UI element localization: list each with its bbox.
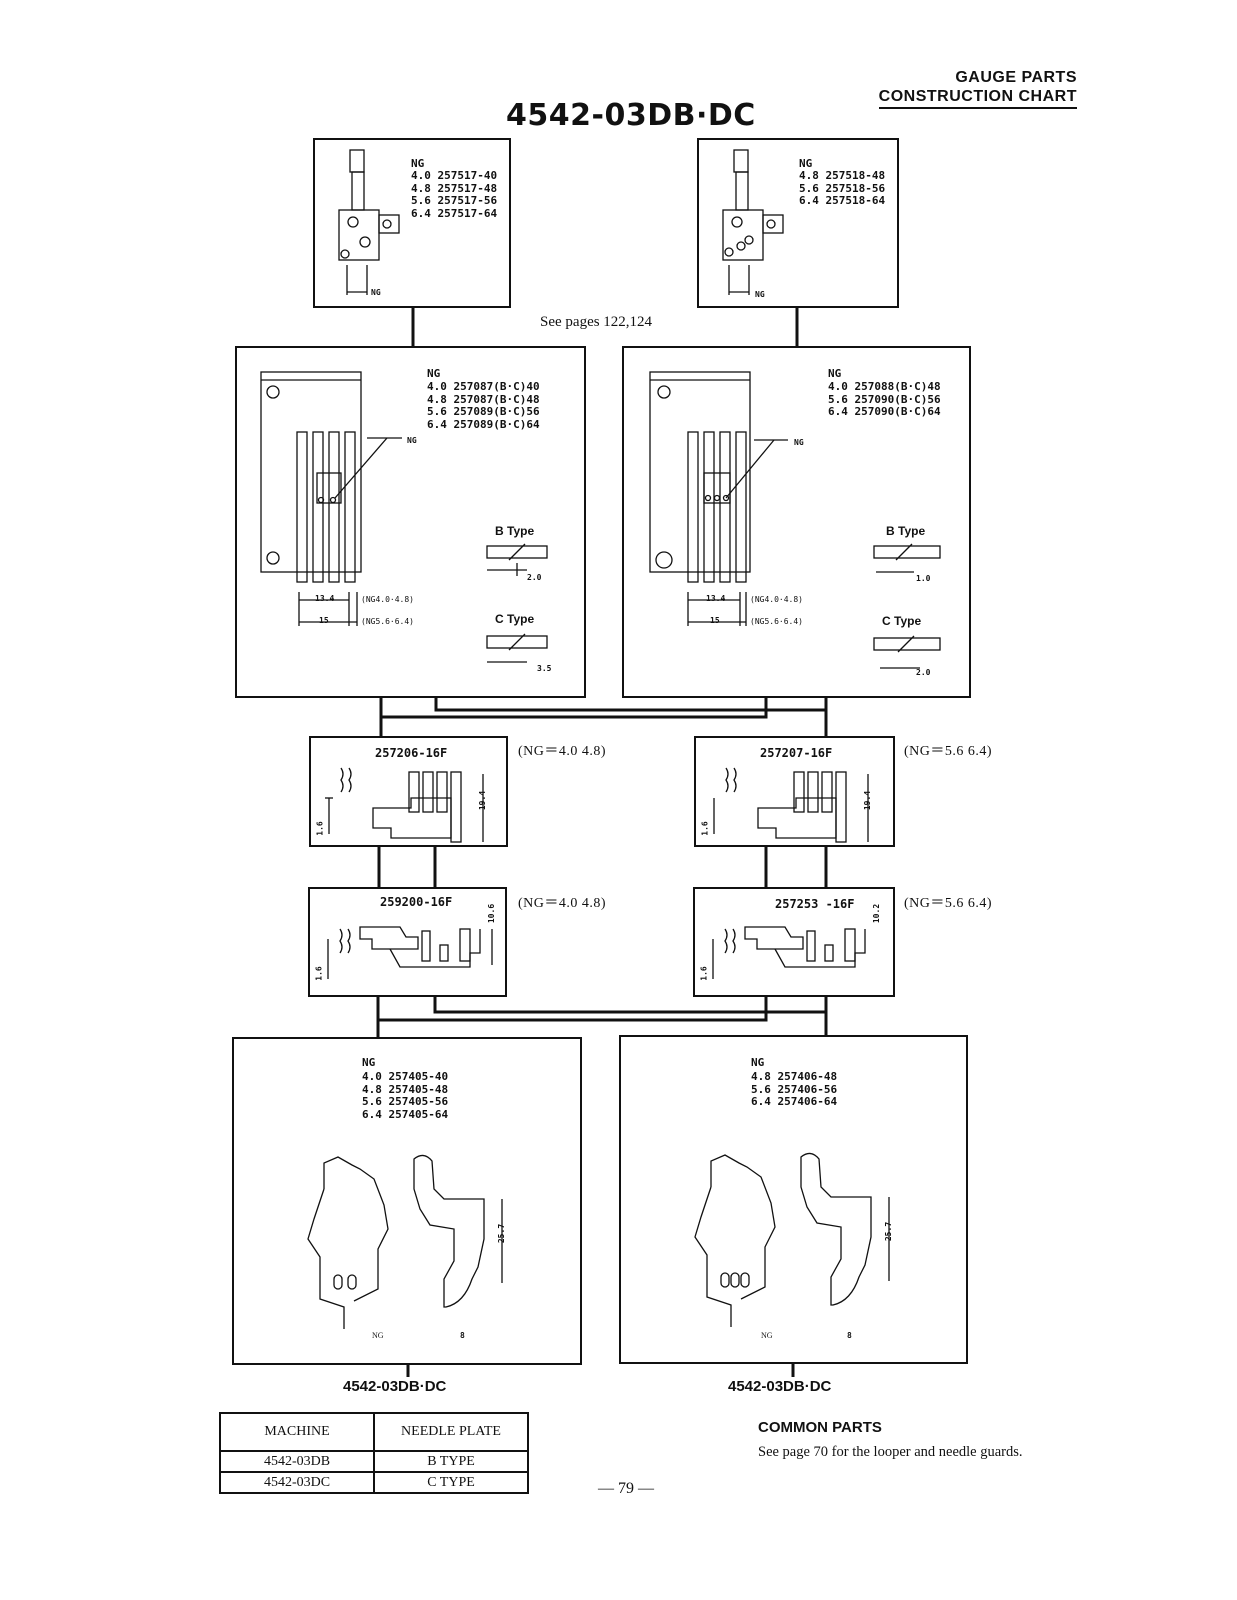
dim-13-4-note: (NG4.0·4.8) <box>750 595 803 604</box>
feed-dog-height-dim: 10.2 <box>872 903 882 924</box>
presser-foot-icon <box>307 1154 503 1329</box>
dim-15: 15 <box>710 616 720 625</box>
dim-13-4: 13.4 <box>315 594 335 603</box>
b-type-label: B Type <box>495 524 535 538</box>
presser-foot-height-dim: 25.7 <box>497 1223 507 1244</box>
table-row: 4542-03DC C TYPE <box>219 1471 529 1494</box>
feed-dog-ng-note: (NG＝5.6 6.4) <box>904 896 993 911</box>
dim-13-4: 13.4 <box>706 594 726 603</box>
b-type-dim: 2.0 <box>527 573 542 582</box>
needle-clamp-icon <box>722 149 784 295</box>
needle-plate-box-right: NG 4.0 257088(B·C)48 5.6 257090(B·C)56 6… <box>622 346 971 698</box>
needle-plate-icon <box>649 371 941 669</box>
presser-foot-box-left: NG 4.0 257405-40 4.8 257405-48 5.6 25740… <box>232 1037 582 1365</box>
table-cell: 4542-03DC <box>219 1471 375 1494</box>
presser-foot-8-dim: 8 <box>460 1331 465 1340</box>
feed-dog-part-number: 257253 -16F <box>775 897 855 911</box>
chart-header: GAUGE PARTS CONSTRUCTION CHART <box>878 68 1077 109</box>
presser-foot-part-list: 4.0 257405-40 4.8 257405-48 5.6 257405-5… <box>362 1070 449 1121</box>
b-type-dim: 1.0 <box>916 574 931 583</box>
b-type-label: B Type <box>886 524 926 538</box>
needle-plate-icon <box>260 371 548 663</box>
table-header-machine: MACHINE <box>219 1412 375 1452</box>
feed-dog-ng-note: (NG＝4.0 4.8) <box>518 896 607 911</box>
ng-label: NG <box>799 157 813 170</box>
table-cell: 4542-03DB <box>219 1450 375 1473</box>
header-line1: GAUGE PARTS <box>955 69 1077 86</box>
feed-dog-vert-dim: 1.6 <box>314 966 324 981</box>
common-parts-text: See page 70 for the looper and needle gu… <box>758 1444 1023 1460</box>
ng-dimension-label: NG <box>755 290 765 299</box>
table-row: 4542-03DB B TYPE <box>219 1450 529 1473</box>
needle-clamp-icon <box>338 149 400 295</box>
feed-dog-vert-dim: 1.6 <box>699 966 709 981</box>
c-type-dim: 2.0 <box>916 668 931 677</box>
needle-plate-box-left: NG 4.0 257087(B·C)40 4.8 257087(B·C)48 5… <box>235 346 586 698</box>
feed-dog-part-number: 257207-16F <box>760 746 833 760</box>
feed-dog-vert-dim: 1.6 <box>315 821 325 836</box>
ng-label: NG <box>362 1056 376 1069</box>
feed-dog-icon <box>325 767 484 843</box>
machine-label-left: 4542-03DB·DC <box>343 1378 447 1395</box>
machine-needle-plate-table: MACHINE NEEDLE PLATE 4542-03DB B TYPE 45… <box>219 1412 529 1494</box>
needle-clamp-part-list: 4.8 257518-48 5.6 257518-56 6.4 257518-6… <box>799 169 886 207</box>
diff-feed-dog-box-right: 257253 -16F 10.2 1.6 <box>693 887 895 997</box>
main-feed-dog-box-left: 257206-16F 19.4 1.6 <box>309 736 508 847</box>
feed-dog-part-number: 257206-16F <box>375 746 448 760</box>
presser-foot-ng-dim: NG <box>372 1331 384 1340</box>
presser-foot-icon <box>694 1152 890 1327</box>
feed-dog-height-dim: 19.4 <box>863 790 873 811</box>
feed-dog-ng-note: (NG＝4.0 4.8) <box>518 744 607 759</box>
c-type-label: C Type <box>495 612 535 626</box>
needle-plate-part-list: 4.0 257088(B·C)48 5.6 257090(B·C)56 6.4 … <box>828 380 941 418</box>
see-pages-note: See pages 122,124 <box>540 314 653 330</box>
feed-dog-vert-dim: 1.6 <box>700 821 710 836</box>
feed-dog-ng-note: (NG＝5.6 6.4) <box>904 744 993 759</box>
ng-dimension-label: NG <box>371 288 381 297</box>
ng-pointer-label: NG <box>794 438 804 447</box>
ng-label: NG <box>427 367 441 380</box>
feed-dog-part-number: 259200-16F <box>380 895 453 909</box>
needle-plate-part-list: 4.0 257087(B·C)40 4.8 257087(B·C)48 5.6 … <box>427 380 540 431</box>
common-parts-title: COMMON PARTS <box>758 1419 882 1436</box>
feed-dog-icon <box>712 926 866 979</box>
ng-label: NG <box>751 1056 765 1069</box>
presser-foot-part-list: 4.8 257406-48 5.6 257406-56 6.4 257406-6… <box>751 1070 838 1108</box>
needle-clamp-part-list: 4.0 257517-40 4.8 257517-48 5.6 257517-5… <box>411 169 498 220</box>
dim-15-note: (NG5.6·6.4) <box>361 617 414 626</box>
ng-label: NG <box>828 367 842 380</box>
ng-label: NG <box>411 157 425 170</box>
presser-foot-box-right: NG 4.8 257406-48 5.6 257406-56 6.4 25740… <box>619 1035 968 1364</box>
dim-13-4-note: (NG4.0·4.8) <box>361 595 414 604</box>
table-cell: B TYPE <box>373 1450 529 1473</box>
main-feed-dog-box-right: 257207-16F 19.4 1.6 <box>694 736 895 847</box>
presser-foot-ng-dim: NG <box>761 1331 773 1340</box>
header-line2: CONSTRUCTION CHART <box>878 87 1077 109</box>
diff-feed-dog-box-left: 259200-16F 10.6 1.6 <box>308 887 507 997</box>
feed-dog-height-dim: 10.6 <box>487 903 497 924</box>
presser-foot-8-dim: 8 <box>847 1331 852 1340</box>
dim-15: 15 <box>319 616 329 625</box>
needle-clamp-box-right: NG 4.8 257518-48 5.6 257518-56 6.4 25751… <box>697 138 899 308</box>
needle-clamp-box-left: NG 4.0 257517-40 4.8 257517-48 5.6 25751… <box>313 138 511 308</box>
c-type-label: C Type <box>882 614 922 628</box>
c-type-dim: 3.5 <box>537 664 552 673</box>
feed-dog-icon <box>713 767 869 843</box>
table-cell: C TYPE <box>373 1471 529 1494</box>
page-title: 4542-03DB·DC <box>506 98 756 133</box>
feed-dog-height-dim: 19.4 <box>478 790 488 811</box>
machine-label-right: 4542-03DB·DC <box>728 1378 832 1395</box>
table-header-needle-plate: NEEDLE PLATE <box>373 1412 529 1452</box>
ng-pointer-label: NG <box>407 436 417 445</box>
feed-dog-icon <box>327 926 493 979</box>
presser-foot-height-dim: 25.7 <box>884 1221 894 1242</box>
dim-15-note: (NG5.6·6.4) <box>750 617 803 626</box>
page-number: — 79 — <box>598 1480 654 1497</box>
